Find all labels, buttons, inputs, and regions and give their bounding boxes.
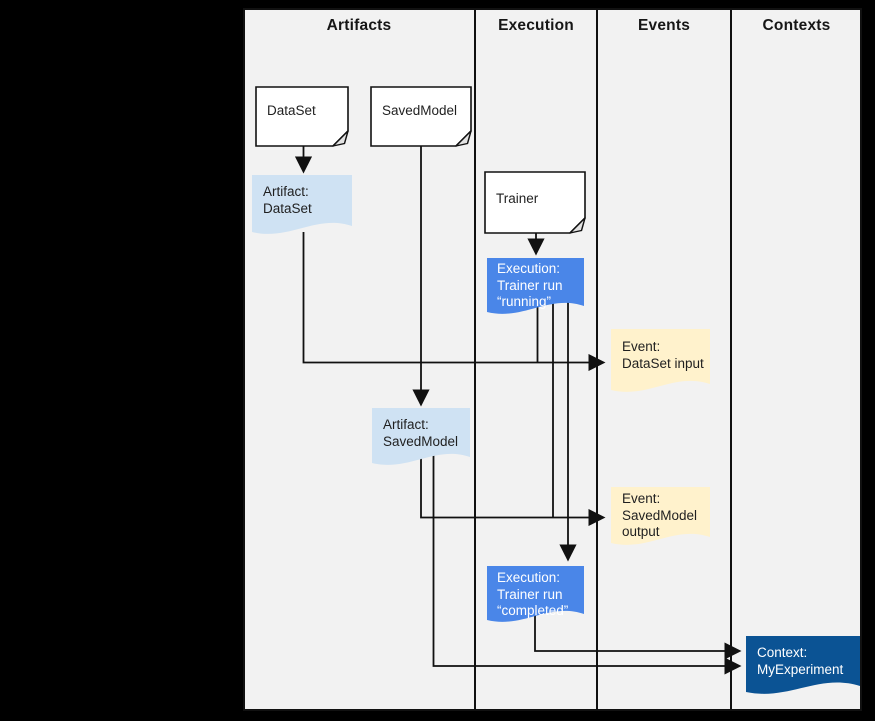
event-dataset-input-shape [611,329,710,392]
savedmodel-node-label: SavedModel [382,103,458,118]
execution-running-line3: “running” [497,294,552,309]
event-dataset-input-label: Event: DataSet input [622,339,704,372]
dataset-node-label: DataSet [267,103,316,118]
artifact-savedmodel-line1: Artifact: [383,417,429,432]
context-myexperiment-line2: MyExperiment [757,661,844,677]
folded-corner-icon [332,130,349,147]
event-savedmodel-output-line3: output [622,524,660,539]
event-savedmodel-output-shape [611,487,710,545]
edge-artifact-dataset-to-event-dataset-input [302,232,606,372]
execution-completed-line2: Trainer run [497,586,563,602]
artifact-savedmodel-line2: SavedModel [383,433,459,449]
event-savedmodel-output-line1: Event: [622,491,661,506]
folded-corner-icon [455,130,472,147]
artifact-savedmodel-label: Artifact: SavedModel [383,417,458,450]
edge-artifact-savedmodel-to-event-savedmodel-output [420,455,606,527]
folded-corner-icon [569,217,586,234]
event-dataset-input-line2: DataSet input [622,355,704,371]
execution-running-shape [487,258,584,314]
lane-header-execution: Execution [498,17,574,34]
artifact-dataset-label: Artifact: DataSet [263,184,312,217]
event-savedmodel-output-label: Event: SavedModel output [622,491,697,541]
context-myexperiment-shape [746,636,860,694]
savedmodel-node-shape [370,86,472,147]
context-myexperiment-label: Context: MyExperiment [757,645,843,678]
artifact-dataset-line1: Artifact: [263,184,309,199]
dataset-node-shape [255,86,349,147]
artifact-dataset-line2: DataSet [263,200,312,216]
execution-running-line1: Execution: [497,261,561,276]
trainer-node-shape [484,171,586,234]
execution-running-line2: Trainer run [497,277,563,293]
trainer-node-label: Trainer [496,191,539,206]
execution-running-label: Execution: Trainer run “running” [497,261,563,311]
lane-header-events: Events [637,17,691,34]
context-myexperiment-line1: Context: [757,645,808,660]
event-dataset-input-line1: Event: [622,339,661,354]
event-savedmodel-output-line2: SavedModel [622,507,698,523]
artifact-savedmodel-shape [372,408,470,465]
lane-header-contexts: Contexts [762,17,831,34]
edge-artifact-savedmodel-to-context [432,455,742,675]
edge-execution-completed-to-context [534,615,742,660]
execution-completed-line3: “completed” [497,603,569,618]
execution-completed-label: Execution: Trainer run “completed” [497,570,568,620]
execution-completed-line1: Execution: [497,570,561,585]
lane-header-artifacts: Artifacts [326,17,392,34]
artifact-dataset-shape [252,175,352,234]
execution-completed-shape [487,566,584,622]
